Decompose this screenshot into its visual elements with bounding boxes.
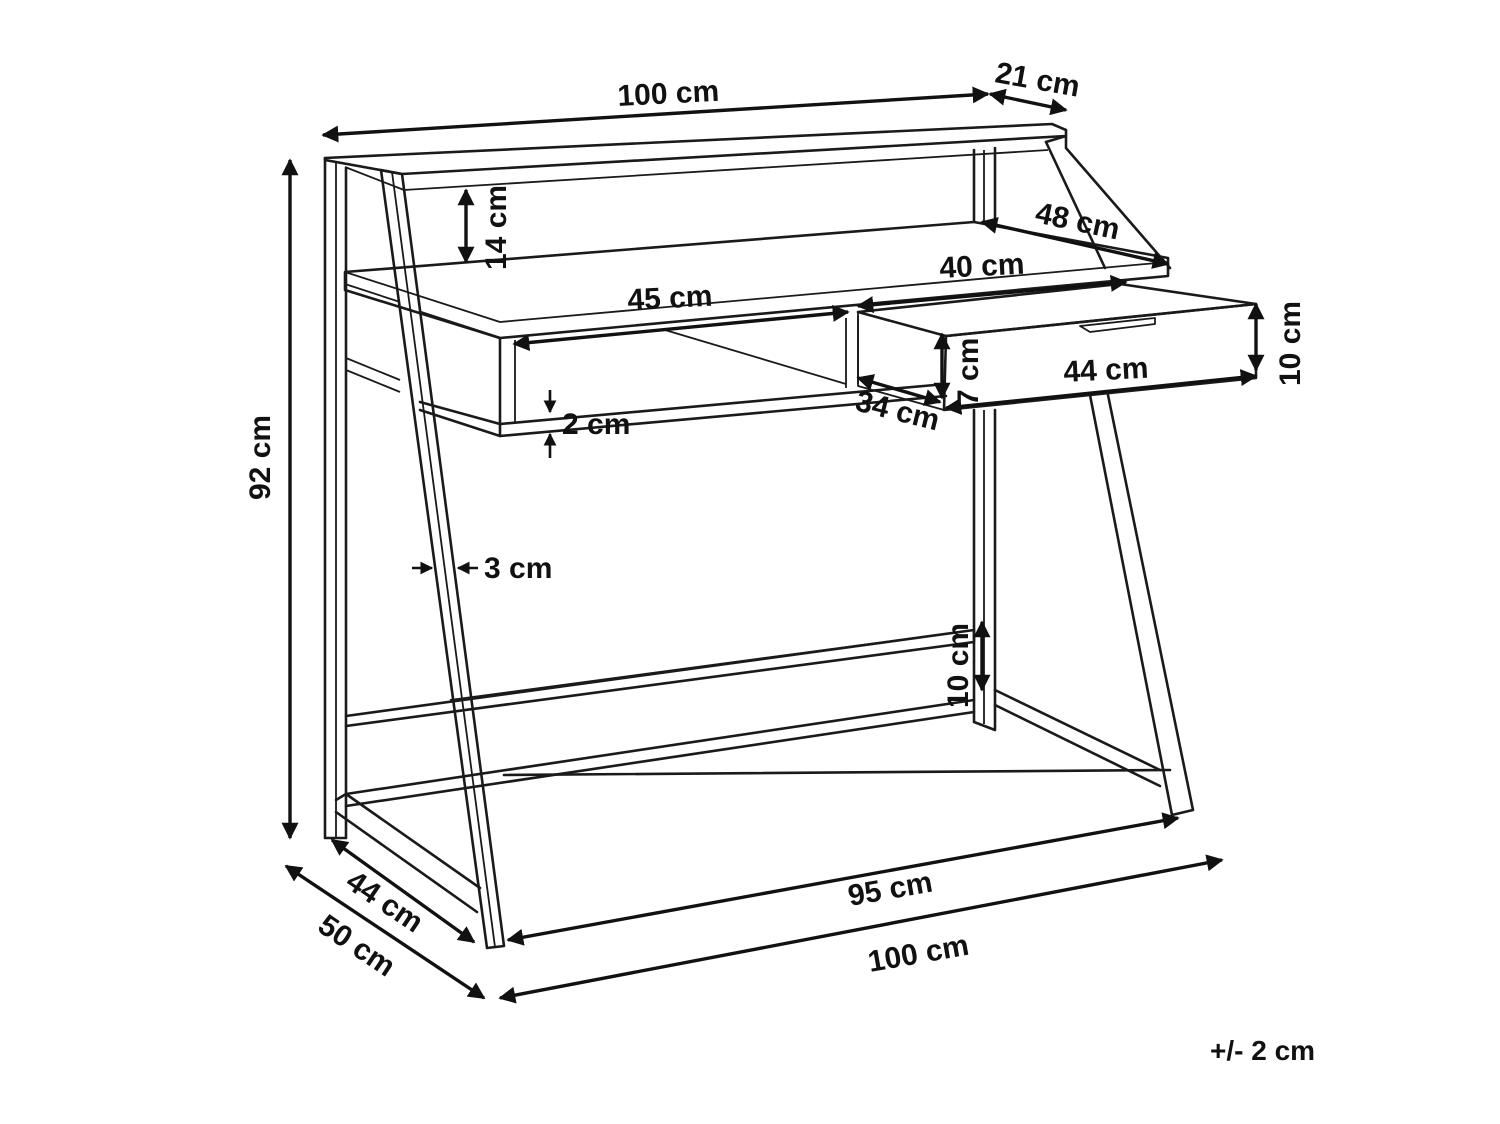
arrow-desk-depth [980,217,1170,269]
arrow-inner-base-width [506,812,1180,946]
label-board-thickness: 2 cm [562,408,630,441]
tolerance-note: +/- 2 cm [1210,1035,1315,1066]
right-back-leg [972,146,997,732]
label-crossbar-height: 10 cm [942,623,975,708]
label-compartment-width: 45 cm [627,280,714,317]
base-back-rail [344,698,976,808]
top-shelf [323,122,1068,176]
arrow-base-width [498,854,1224,1004]
arrow-base-depth [284,864,486,1000]
drawer-handle [1079,317,1156,333]
arrow-compartment-width [512,304,850,352]
label-top-width: 100 cm [617,75,720,113]
label-drawer-inner-height: 7 cm [952,338,985,406]
desk-surface-under [344,283,401,303]
dimension-arrows [281,86,1265,1004]
label-desk-depth: 48 cm [1033,197,1123,247]
arrow-top-depth [988,88,1068,116]
right-front-leg [1044,134,1195,817]
base-right-rail [993,688,1162,788]
arrow-drawer-depth [856,374,942,406]
lower-crossbar [344,628,976,728]
open-compartment [418,310,502,438]
label-shelf-height: 14 cm [480,185,513,270]
label-drawer-front-height: 10 cm [1274,301,1307,386]
desk-surface [343,220,1170,340]
label-total-height: 92 cm [244,415,277,500]
label-drawer-front-width: 44 cm [1063,352,1150,389]
left-side-rail-upper [345,357,401,393]
arrow-drawer-width [856,274,1128,314]
base-front-rail [502,768,1172,777]
label-inner-base-width: 95 cm [845,866,935,913]
arrow-top-width [321,86,990,143]
compartment-back [514,316,859,424]
label-drawer-depth: 34 cm [852,385,943,438]
lower-crossbar-face [449,629,975,701]
arrow-drawer-front-width [944,369,1258,415]
label-leg-width: 3 cm [484,552,552,585]
label-drawer-width: 40 cm [939,248,1026,285]
label-base-width: 100 cm [865,929,971,979]
dimension-labels: 100 cm 21 cm 92 cm 14 cm 48 cm 40 cm 45 … [244,56,1315,1066]
left-front-leg-edge [391,171,496,948]
